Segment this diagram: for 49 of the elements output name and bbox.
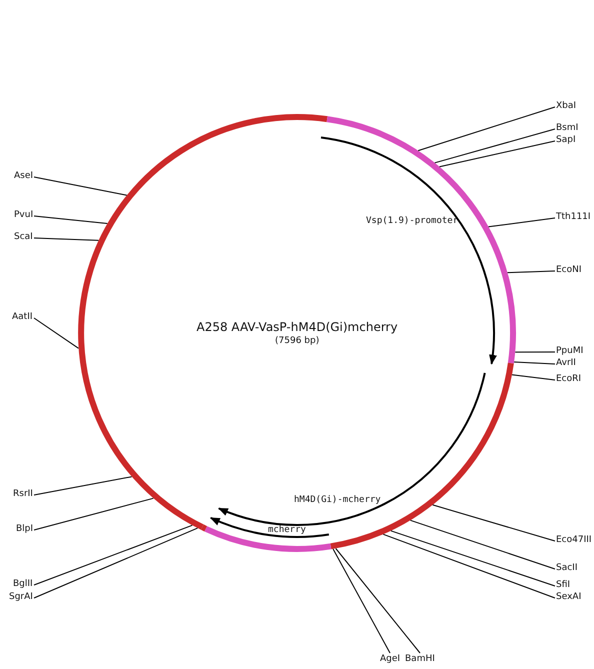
leader-line: [514, 362, 556, 364]
site-label: SapI: [556, 135, 576, 146]
feature-label: hM4D(Gi)-mcherry: [294, 494, 381, 506]
site-label: BlpI: [16, 524, 34, 535]
site-label: XbaI: [556, 101, 576, 112]
leader-line: [507, 270, 556, 274]
leader-line: [332, 548, 390, 654]
site-label: SacII: [556, 563, 578, 574]
leader-line: [512, 374, 556, 380]
site-label: BsmI: [556, 123, 578, 134]
leader-line: [34, 216, 108, 224]
site-label: AatII: [12, 312, 33, 323]
leader-line: [439, 140, 556, 168]
site-label: SgrAI: [9, 592, 33, 603]
site-label: BamHI: [405, 654, 435, 665]
site-label: EcoRI: [556, 374, 582, 385]
leader-line: [34, 528, 198, 598]
leader-line: [410, 520, 556, 570]
site-label: PvuI: [14, 210, 34, 221]
leader-line: [34, 498, 154, 530]
site-label: SfiI: [556, 580, 570, 591]
leader-line: [34, 238, 99, 241]
leader-line: [34, 318, 79, 349]
leader-line: [514, 352, 556, 353]
leader-line: [335, 548, 420, 654]
site-label: Eco47III: [556, 535, 592, 546]
site-label: BglII: [13, 579, 33, 590]
leader-line: [434, 128, 556, 164]
site-label: PpuMI: [556, 346, 584, 357]
site-label: AvrII: [556, 358, 576, 369]
plasmid-size: (7596 bp): [275, 335, 320, 347]
leader-line: [34, 476, 132, 496]
site-label: EcoNI: [556, 265, 582, 276]
site-label: SexAI: [556, 592, 582, 603]
leader-line: [488, 218, 556, 228]
site-label: AseI: [14, 171, 34, 182]
site-label: RsrII: [13, 489, 33, 500]
leader-line: [34, 176, 128, 196]
leader-line: [432, 504, 556, 542]
leader-line: [382, 534, 556, 598]
plasmid-title: A258 AAV-VasP-hM4D(Gi)mcherry: [196, 320, 398, 334]
leader-line: [390, 530, 556, 586]
feature-label: Vsp(1.9)-promoter: [366, 216, 458, 226]
site-label: ScaI: [14, 232, 33, 243]
feature-label: mcherry: [268, 524, 306, 536]
site-label: Tth111I: [556, 212, 591, 223]
site-label: AgeI: [380, 654, 400, 665]
leader-line: [34, 524, 193, 586]
leader-line: [418, 106, 556, 152]
